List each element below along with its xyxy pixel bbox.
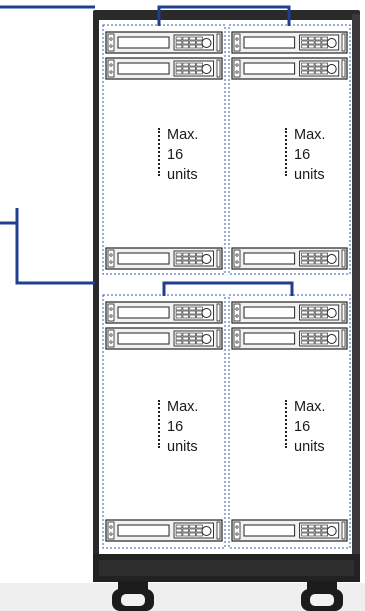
ellipsis-dots-upper-right (285, 128, 289, 176)
zone-upper-left (102, 24, 226, 275)
load-unit-lower-right-2 (231, 327, 348, 350)
rack-units (105, 31, 348, 542)
capacity-label-upper-left: Max. 16 units (167, 127, 199, 183)
load-unit-upper-right-2 (231, 57, 348, 80)
ellipsis-dots-lower-left (158, 400, 162, 448)
load-unit-upper-left-last (105, 247, 223, 270)
zone-lower-right (228, 294, 351, 549)
load-unit-lower-left-2 (105, 327, 223, 350)
interconnect-wiring (0, 5, 294, 296)
load-unit-upper-right-1 (231, 31, 348, 54)
ellipsis-dots-upper-left (158, 128, 162, 176)
load-unit-lower-right-last (231, 519, 348, 542)
cabinet (93, 10, 360, 582)
load-unit-upper-right-last (231, 247, 348, 270)
capacity-label-upper-right: Max. 16 units (294, 127, 326, 183)
ellipsis-dots-lower-right (285, 400, 289, 448)
load-unit-lower-right-1 (231, 301, 348, 324)
load-unit-upper-left-1 (105, 31, 223, 54)
capacity-label-lower-left: Max. 16 units (167, 399, 199, 455)
load-unit-lower-left-1 (105, 301, 223, 324)
caster-wheel-right-icon (301, 581, 343, 611)
load-unit-lower-left-last (105, 519, 223, 542)
caster-wheel-left-icon (112, 581, 154, 611)
capacity-label-lower-right: Max. 16 units (294, 399, 326, 455)
load-unit-upper-left-2 (105, 57, 223, 80)
